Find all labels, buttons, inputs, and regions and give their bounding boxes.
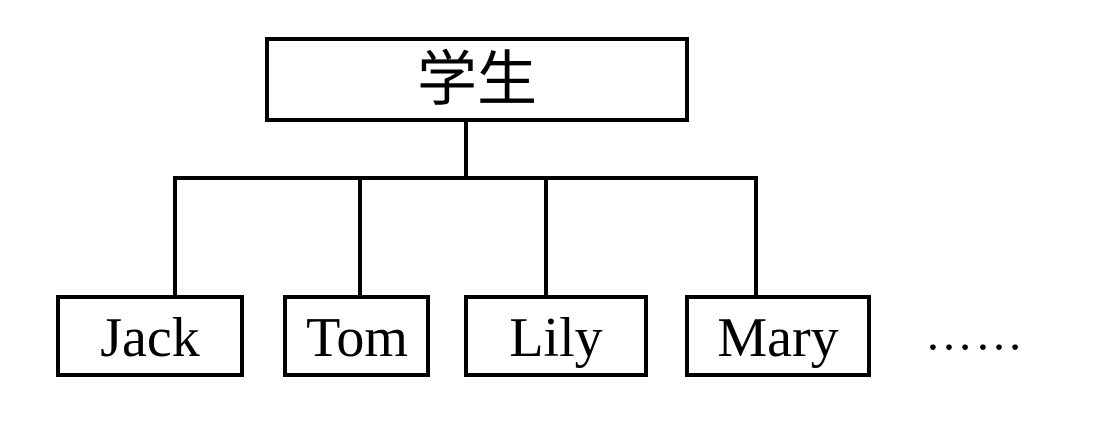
child-node-box	[464, 295, 648, 377]
root-node-box	[265, 37, 689, 122]
child-node-lily: Lily	[464, 295, 648, 377]
child-node-label: Lily	[509, 307, 602, 369]
root-node-label: 学生	[417, 47, 537, 113]
root-node: 学生	[265, 37, 689, 122]
more-items-ellipsis: ……	[925, 308, 1025, 361]
child-node-jack: Jack	[56, 295, 244, 377]
child-node-box	[283, 295, 430, 377]
child-node-box	[56, 295, 244, 377]
child-node-label: Tom	[306, 307, 408, 369]
child-node-mary: Mary	[685, 295, 871, 377]
child-node-tom: Tom	[283, 295, 430, 377]
child-node-box	[685, 295, 871, 377]
child-node-label: Jack	[100, 307, 200, 369]
connectors	[173, 120, 758, 297]
child-node-label: Mary	[717, 307, 838, 369]
